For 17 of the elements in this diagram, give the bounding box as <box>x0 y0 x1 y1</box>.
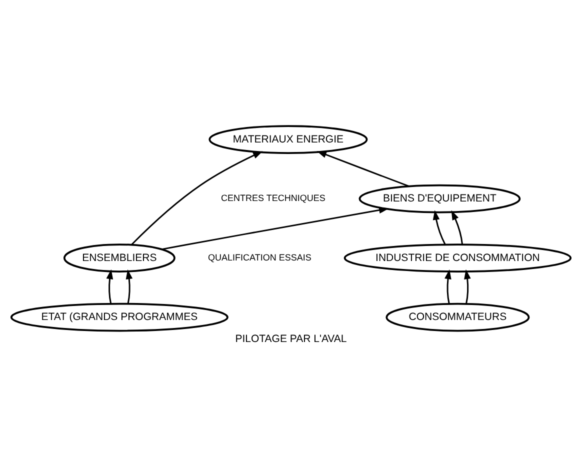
node-ellipse: CONSOMMATEURS <box>386 302 530 332</box>
arrow <box>451 210 464 245</box>
label: QUALIFICATION ESSAIS <box>208 252 312 262</box>
arrow <box>316 151 410 187</box>
node-ellipse: ETAT (GRANDS PROGRAMMES <box>10 302 228 332</box>
arrow <box>106 269 114 304</box>
arrow <box>432 210 446 245</box>
node-ellipse: INDUSTRIE DE CONSOMMATION <box>344 244 572 272</box>
label: CENTRES TECHNIQUES <box>221 193 326 204</box>
arrow <box>162 206 389 250</box>
arrow <box>130 151 263 246</box>
arrow <box>126 269 133 304</box>
caption: PILOTAGE PAR L'AVAL <box>235 333 347 346</box>
arrow <box>464 269 471 304</box>
node-ellipse: ENSEMBLIERS <box>63 244 176 272</box>
arrow <box>444 269 452 304</box>
node-ellipse: MATERIAUX ENERGIE <box>208 125 368 154</box>
